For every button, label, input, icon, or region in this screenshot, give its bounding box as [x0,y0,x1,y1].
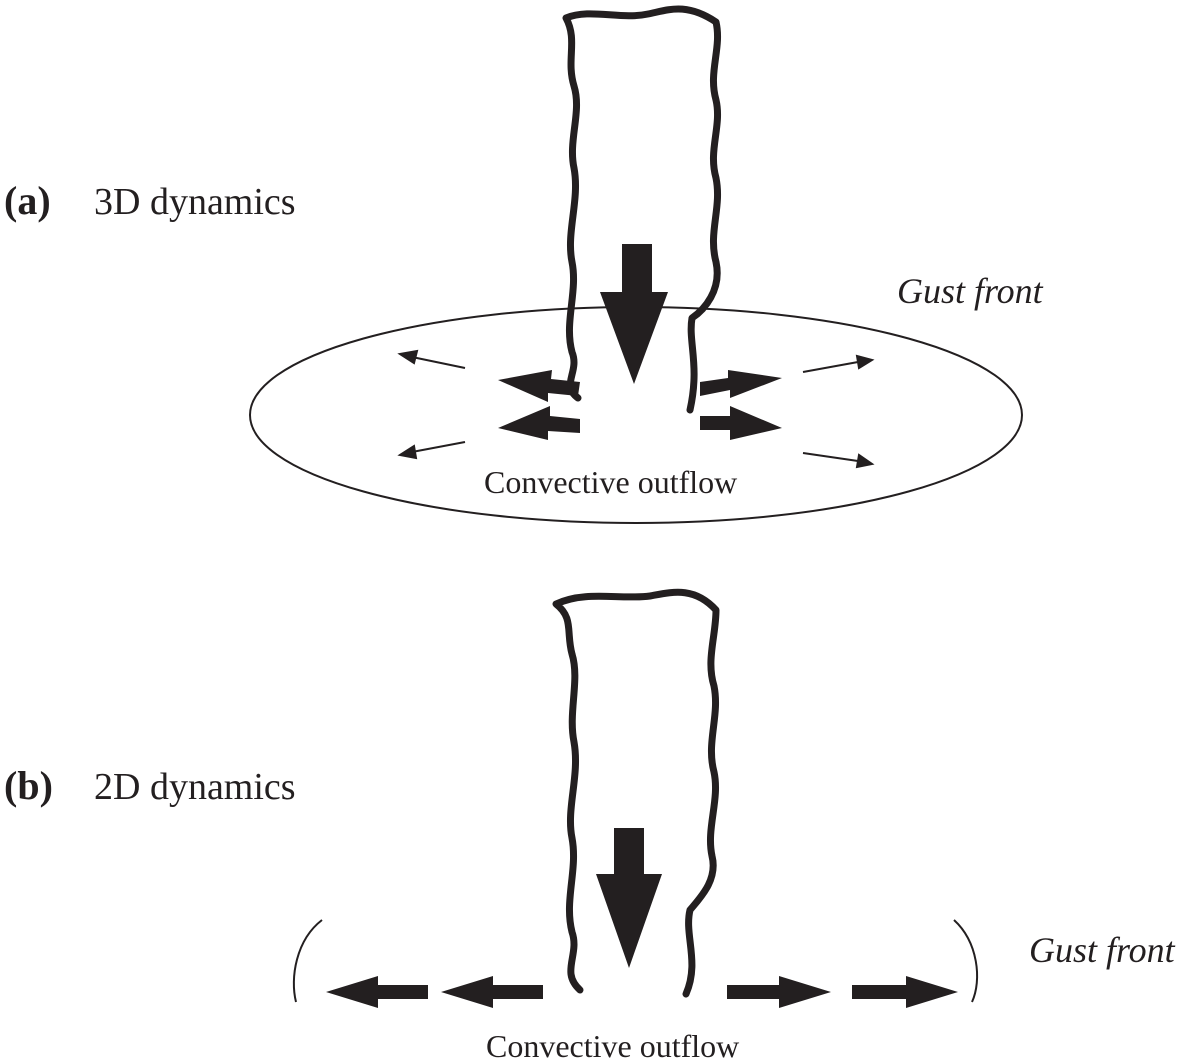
panel-a [249,5,1023,524]
outflow-arrow-left-inner [441,976,543,1008]
thin-arrow-head [397,349,419,365]
panel-b-title: 2D dynamics [94,766,296,808]
panel-a-letter: (a) [4,178,51,223]
outflow-arrow-left-lower [498,406,580,440]
outflow-arrow-right-inner [727,976,831,1008]
panel-a-title: 3D dynamics [94,181,296,223]
panel-b-letter: (b) [4,763,53,808]
downdraft-column-outline [562,5,722,414]
thin-arrow-head [855,354,875,370]
outflow-arrow-right-lower [700,406,782,440]
downdraft-arrow [596,828,662,968]
panel-b-gust-front-label: Gust front [1029,930,1175,970]
downdraft-column-outline [552,588,720,998]
panel-a-gust-front-label: Gust front [897,271,1043,311]
gust-front-right [953,919,979,1003]
panel-b [292,588,979,1008]
outflow-arrow-left-outer [326,976,428,1008]
panel-a-outflow-label: Convective outflow [484,464,738,500]
outflow-arrows [326,976,958,1008]
outflow-arrows-near [498,370,782,440]
outflow-arrow-left-upper [498,370,580,402]
outflow-arrow-right-outer [852,976,958,1008]
outflow-arrows-far [397,349,875,469]
panel-b-outflow-label: Convective outflow [486,1028,740,1064]
downdraft-arrow [600,244,668,384]
gust-front-left [292,919,323,1003]
thin-arrow-head [397,444,418,460]
thin-arrow-head [855,453,875,469]
outflow-arrow-right-upper [700,370,782,398]
